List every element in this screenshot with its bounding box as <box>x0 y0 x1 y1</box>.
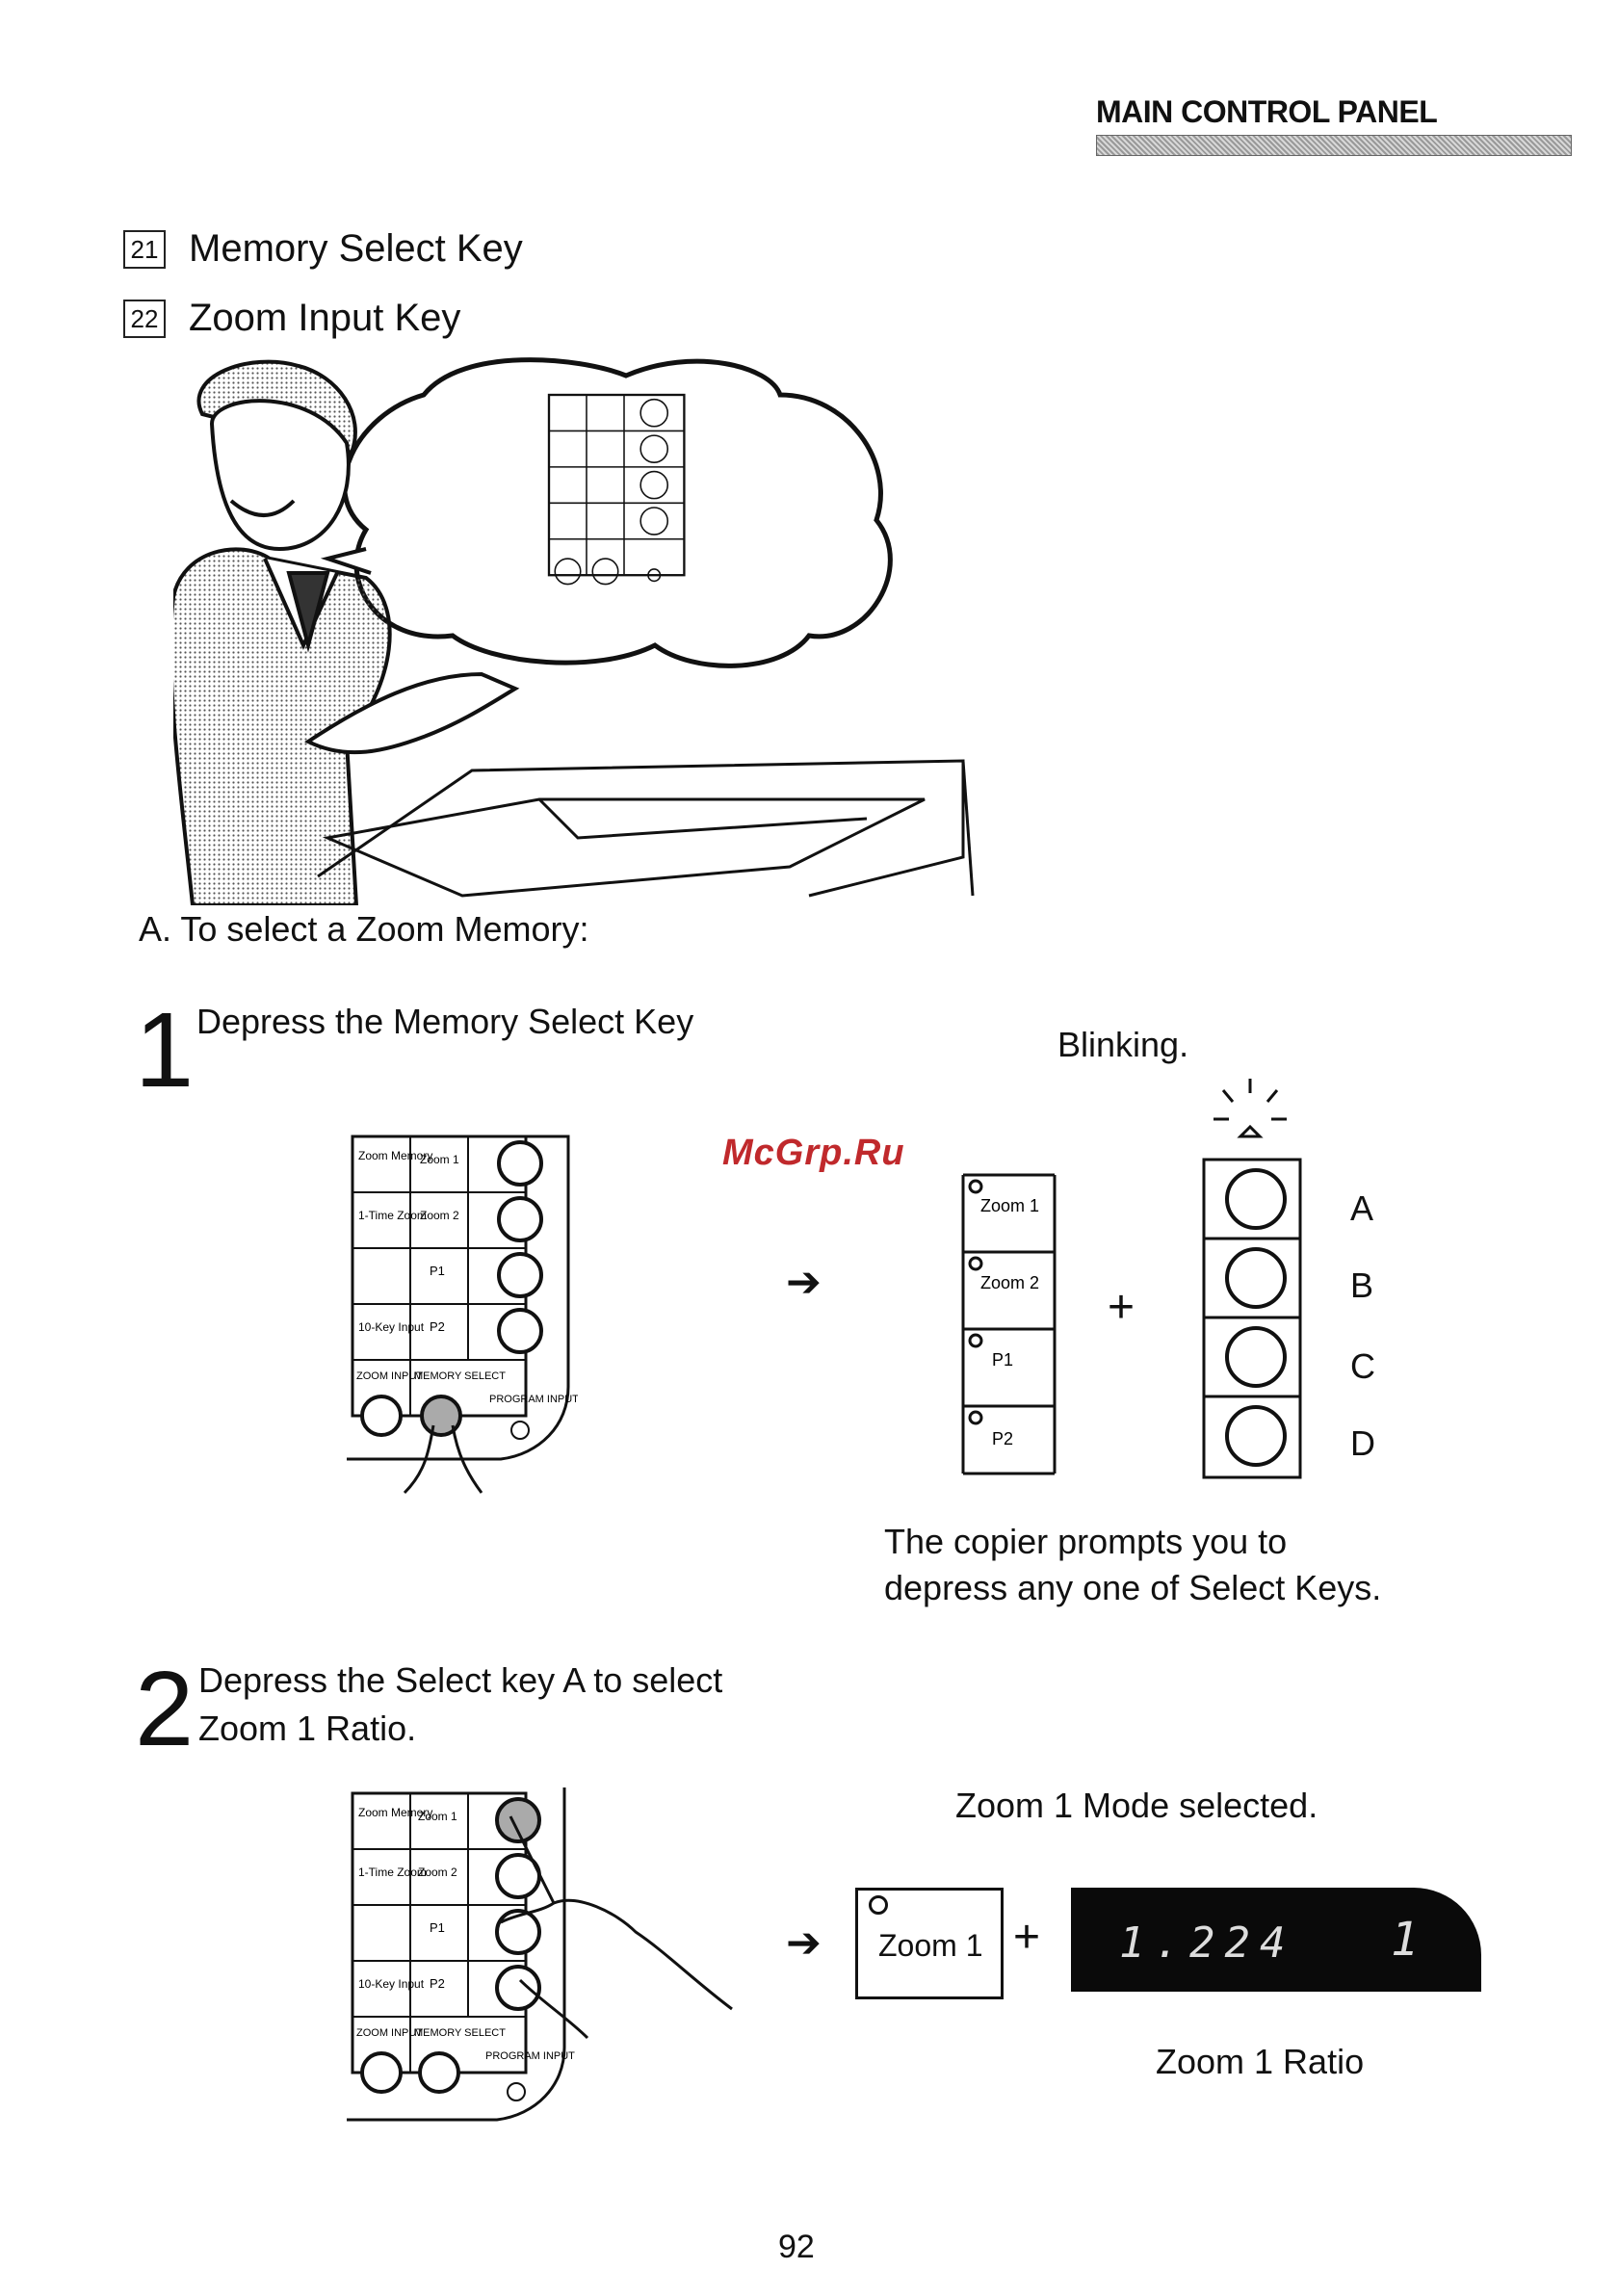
step-2-line-2: Zoom 1 Ratio. <box>198 1709 417 1748</box>
control-panel-step1: Zoom Memory Zoom 1 1-Time Zoom Zoom 2 P1… <box>347 1135 578 1495</box>
zoom1-indicator-label: Zoom 1 <box>878 1928 983 1963</box>
prompt-line-2: depress any one of Select Keys. <box>884 1568 1382 1607</box>
select-key-c: C <box>1350 1346 1375 1386</box>
panel-tenkey: 10-Key Input <box>358 1320 425 1334</box>
page-header-title: MAIN CONTROL PANEL <box>1096 94 1438 129</box>
blinking-indicators: Zoom 1 Zoom 2 P1 P2 <box>961 1173 1057 1475</box>
indicator-lamp-icon <box>869 1895 888 1915</box>
panel-p2: P2 <box>430 1319 445 1334</box>
indicator-p1: P1 <box>992 1350 1013 1370</box>
prompt-line-1: The copier prompts you to <box>884 1522 1288 1561</box>
step-1-number: 1 <box>135 991 195 1109</box>
operator-illustration <box>173 357 975 905</box>
mode-selected-caption: Zoom 1 Mode selected. <box>955 1786 1318 1825</box>
panel-tenkey: 10-Key Input <box>358 1977 425 1991</box>
indicator-zoom1: Zoom 1 <box>980 1196 1039 1215</box>
indicator-p2: P2 <box>992 1429 1013 1448</box>
select-keys <box>1202 1079 1302 1479</box>
zoom1-indicator-box <box>855 1888 1004 1999</box>
header-bar <box>1096 135 1572 156</box>
arrow-right-icon: ➔ <box>786 1919 822 1967</box>
panel-one-time-zoom: 1-Time Zoom <box>358 1209 427 1222</box>
zoom-ratio-caption: Zoom 1 Ratio <box>1156 2042 1365 2081</box>
copier <box>317 759 975 898</box>
page-number: 92 <box>778 2229 815 2265</box>
bubble-panel <box>547 393 686 586</box>
person <box>173 359 520 905</box>
panel-program-input: PROGRAM INPUT <box>485 2050 575 2062</box>
select-key-b: B <box>1350 1265 1374 1305</box>
indicator-zoom2: Zoom 2 <box>980 1273 1039 1292</box>
lcd-right-digit: 1 <box>1391 1913 1419 1967</box>
plus-sign: + <box>1108 1282 1135 1333</box>
panel-p1: P1 <box>430 1264 445 1278</box>
step-1-text: Depress the Memory Select Key <box>196 1002 694 1041</box>
panel-p1: P1 <box>430 1920 445 1935</box>
lcd-display <box>1071 1888 1481 1992</box>
panel-one-time-zoom: 1-Time Zoom <box>358 1866 427 1879</box>
panel-zoom-memory: Zoom Memory <box>358 1149 432 1162</box>
key-number: 21 <box>123 229 166 269</box>
watermark: McGrp.Ru <box>722 1133 905 1173</box>
lcd-zoom-value: 1.224 <box>1119 1918 1295 1968</box>
select-key-d: D <box>1350 1423 1375 1463</box>
step-2-line-1: Depress the Select key A to select <box>198 1660 723 1700</box>
key-label: Zoom Input Key <box>189 297 461 339</box>
key-number: 22 <box>123 299 166 338</box>
panel-zoom2: Zoom 2 <box>418 1866 457 1879</box>
key-label: Memory Select Key <box>189 227 523 270</box>
select-key-a: A <box>1350 1188 1374 1228</box>
blinking-caption: Blinking. <box>1057 1025 1189 1064</box>
panel-p2: P2 <box>430 1976 445 1991</box>
panel-program-input: PROGRAM INPUT <box>489 1394 578 1405</box>
arrow-right-icon: ➔ <box>786 1259 822 1306</box>
panel-zoom1: Zoom 1 <box>420 1153 459 1166</box>
key-21-row: 21 Memory Select Key <box>123 227 523 271</box>
panel-memory-select: MEMORY SELECT <box>414 1370 506 1382</box>
panel-memory-select: MEMORY SELECT <box>414 2027 506 2039</box>
key-22-row: 22 Zoom Input Key <box>123 297 460 340</box>
control-panel-step2: Zoom Memory Zoom 1 1-Time Zoom Zoom 2 P1… <box>347 1787 733 2122</box>
plus-sign: + <box>1013 1912 1041 1963</box>
panel-zoom-input: ZOOM INPUT <box>356 2027 423 2039</box>
panel-zoom2: Zoom 2 <box>420 1209 459 1222</box>
panel-zoom-memory: Zoom Memory <box>358 1806 432 1819</box>
panel-zoom1: Zoom 1 <box>418 1810 457 1823</box>
panel-zoom-input: ZOOM INPUT <box>356 1370 423 1382</box>
section-a-heading: A. To select a Zoom Memory: <box>139 909 589 949</box>
step-2-number: 2 <box>135 1650 195 1768</box>
